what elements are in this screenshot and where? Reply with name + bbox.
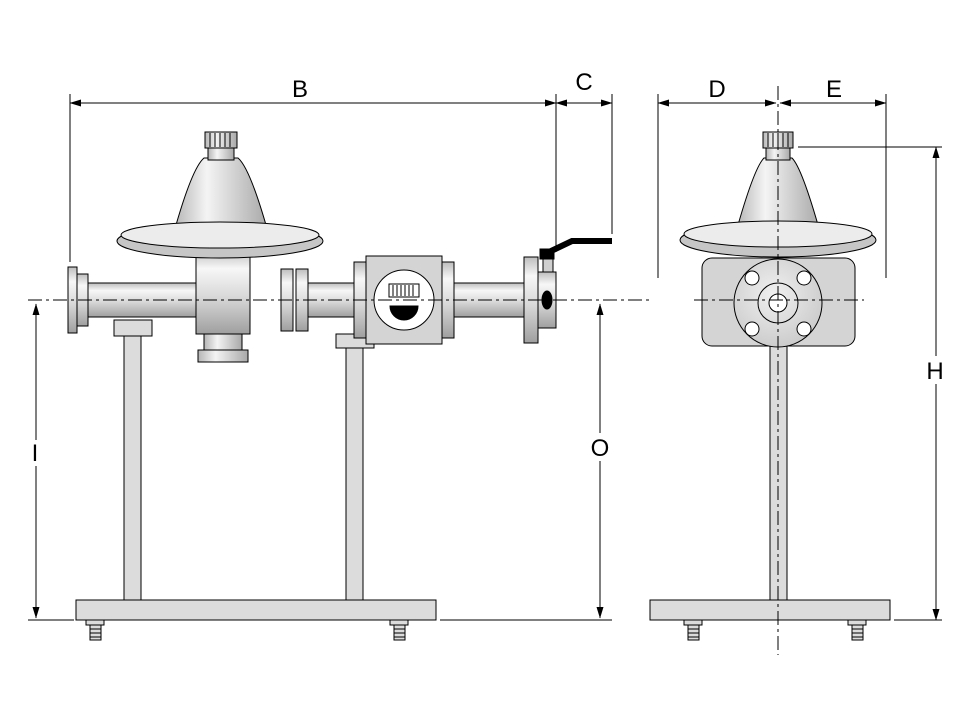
stand-bracket [113, 319, 153, 337]
centerlines [28, 86, 864, 655]
dimension-h: H [920, 146, 950, 621]
regulator-bottom-plug [197, 331, 249, 363]
valve-stem [542, 257, 554, 273]
dimension-c: C [555, 69, 613, 107]
diaphragm-dome [173, 157, 269, 233]
front-view [67, 131, 612, 641]
leveling-foot [847, 619, 867, 641]
valve-handle [547, 238, 612, 255]
stand-post [123, 335, 142, 601]
leveling-foot [85, 619, 105, 641]
leveling-foot [389, 619, 409, 641]
mounting-stand-side [649, 345, 891, 641]
diaphragm-rim-top [120, 221, 320, 249]
dimension-label-o: O [591, 435, 610, 462]
valve-stem-nut [539, 248, 555, 260]
dimension-label-e: E [826, 76, 842, 103]
dimension-label-d: D [708, 76, 725, 103]
adjustment-cap [204, 131, 238, 149]
dimension-e: E [779, 76, 887, 107]
mounting-stand-front [75, 319, 437, 641]
flange-bolt-hole [796, 270, 812, 286]
dimension-label-h: H [926, 358, 943, 385]
dimension-label-i: I [32, 440, 39, 467]
pressure-regulator [116, 131, 324, 335]
dimension-b: B [69, 76, 557, 107]
dimension-label-b: B [292, 76, 308, 103]
extension-lines [28, 94, 942, 621]
flange-bolt-hole [796, 321, 812, 337]
ball-valve [537, 238, 612, 329]
base-plate [75, 599, 437, 621]
dimension-d: D [657, 76, 777, 107]
dimension-o: O [585, 303, 615, 619]
flange-bolt-hole [744, 270, 760, 286]
pressure-regulator-side [679, 131, 877, 348]
meter-dial [389, 305, 419, 321]
base-plate [649, 599, 891, 621]
regulator-body [195, 249, 251, 335]
flange-bolt-hole [744, 321, 760, 337]
meter-register [388, 283, 420, 298]
inlet-flange-face [733, 258, 823, 348]
leveling-foot [683, 619, 703, 641]
dimension-i: I [24, 303, 46, 619]
side-view [649, 131, 891, 641]
dimension-label-c: C [575, 69, 592, 96]
dimensions: B C D E H I [24, 69, 950, 621]
stand-post [345, 347, 364, 601]
